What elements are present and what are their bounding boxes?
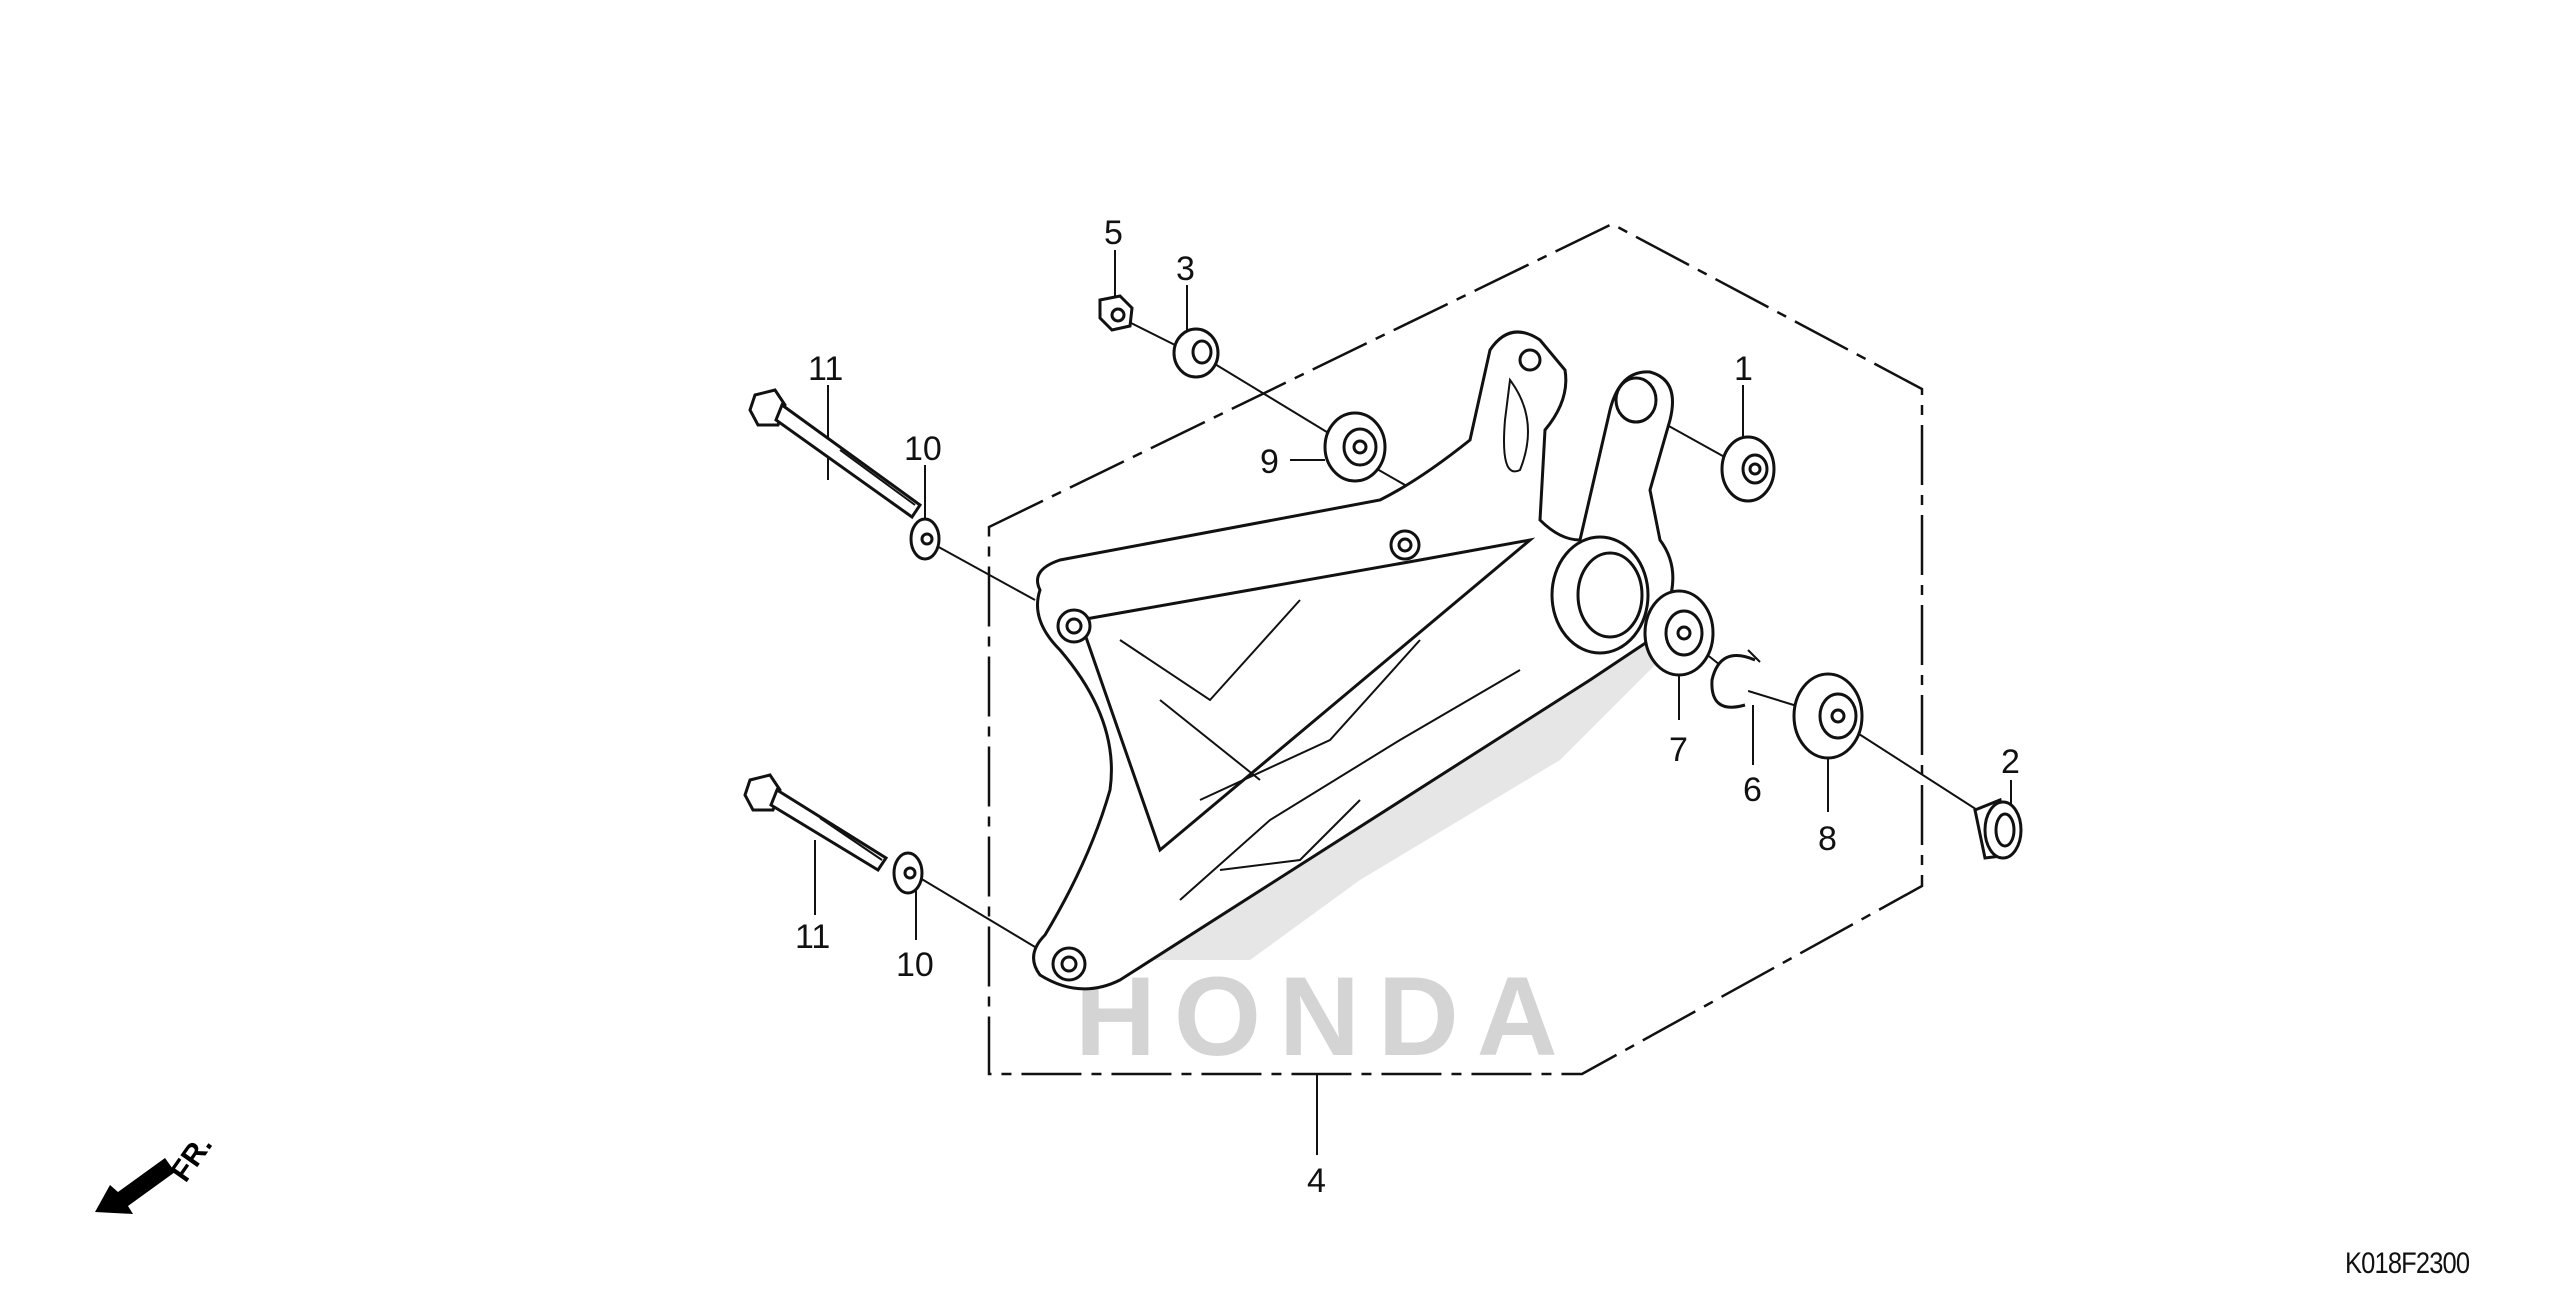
- collar-part-2[interactable]: [1973, 797, 2023, 860]
- circlip-part-6[interactable]: [1710, 649, 1761, 709]
- washer-part-10-lower[interactable]: [892, 851, 924, 895]
- callout-6: 6: [1743, 771, 1762, 809]
- bolt-part-11-lower[interactable]: [743, 773, 889, 873]
- callout-9: 9: [1260, 443, 1279, 481]
- bolt-part-11-upper[interactable]: [748, 388, 923, 520]
- figure-code: K018F2300: [2345, 1247, 2470, 1280]
- callout-labels: 5 3 11 10 9 1 7 6 8 2 11 10 4: [795, 214, 2020, 1200]
- swingarm-part-4[interactable]: [1032, 330, 1675, 991]
- svg-text:HONDA: HONDA: [1075, 954, 1576, 1079]
- callout-4: 4: [1307, 1162, 1326, 1200]
- callout-7: 7: [1669, 731, 1688, 769]
- callout-10-upper: 10: [904, 430, 942, 468]
- washer-part-10-upper[interactable]: [909, 517, 941, 561]
- collar-part-3[interactable]: [1172, 327, 1220, 379]
- callout-8: 8: [1818, 820, 1837, 858]
- nut-part-5[interactable]: [1098, 294, 1134, 332]
- front-label: FR.: [164, 1129, 219, 1188]
- leader-lines: [814, 250, 2012, 1155]
- callout-2: 2: [2001, 743, 2020, 781]
- callout-10-lower: 10: [896, 946, 934, 984]
- front-direction-arrow-icon: FR.: [95, 1129, 219, 1214]
- assembly-boundary: [987, 222, 1924, 1076]
- callout-11-lower: 11: [795, 918, 830, 956]
- bearing-part-7[interactable]: [1643, 589, 1715, 677]
- callout-11-upper: 11: [808, 350, 843, 388]
- callout-5: 5: [1104, 214, 1123, 252]
- callout-1: 1: [1734, 350, 1753, 388]
- bearing-part-9[interactable]: [1323, 411, 1387, 483]
- bearing-part-8[interactable]: [1792, 672, 1864, 760]
- bushing-part-1[interactable]: [1720, 435, 1776, 503]
- callout-3: 3: [1176, 250, 1195, 288]
